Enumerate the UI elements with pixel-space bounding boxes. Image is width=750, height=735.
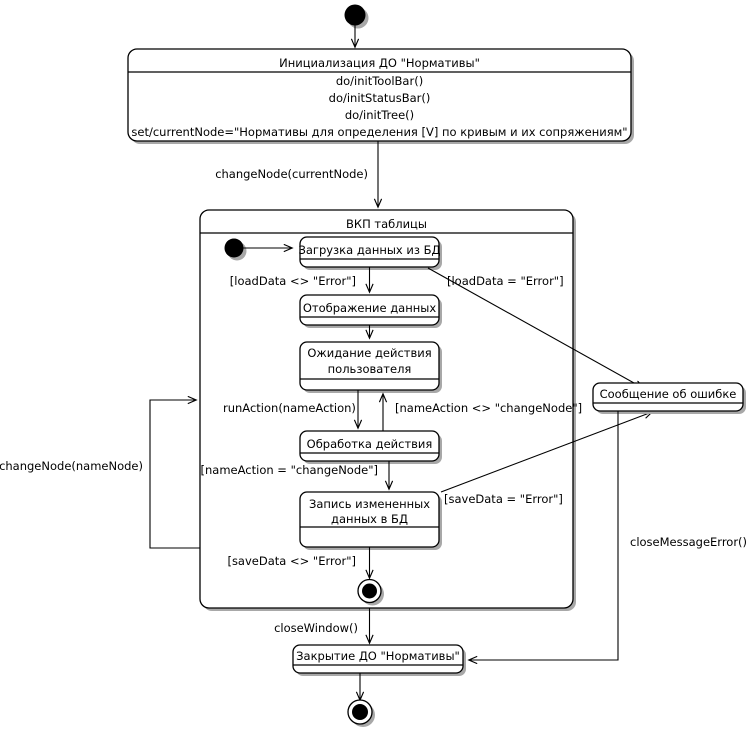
state-wait-user-action-title-line1: Ожидание действия xyxy=(307,346,431,360)
state-load-data[interactable]: Загрузка данных из БД xyxy=(298,236,442,270)
transition-process-to-wait: [nameAction <> "changeNode"] xyxy=(383,394,582,433)
transition-label-change-node-current: changeNode(currentNode) xyxy=(215,167,368,181)
state-error-message-title: Сообщение об ошибке xyxy=(600,387,737,401)
state-process-action-title: Обработка действия xyxy=(307,437,433,451)
state-wait-user-action[interactable]: Ожидание действия пользователя xyxy=(299,341,442,393)
state-load-data-title: Загрузка данных из БД xyxy=(298,243,440,257)
transition-label-close-window: closeWindow() xyxy=(274,621,358,635)
state-process-action[interactable]: Обработка действия xyxy=(299,430,442,464)
transition-label-save-ok: [saveData <> "Error"] xyxy=(227,554,356,568)
state-close-title: Закрытие ДО "Нормативы" xyxy=(296,649,460,663)
state-save-data-title-line2: данных в БД xyxy=(331,512,408,526)
state-save-data-title-line1: Запись измененных xyxy=(309,497,430,511)
state-error-message[interactable]: Сообщение об ошибке xyxy=(592,382,746,414)
transition-label-action-change-node: [nameAction = "changeNode"] xyxy=(201,463,378,477)
transition-label-save-error: [saveData = "Error"] xyxy=(444,492,563,506)
initial-state xyxy=(344,4,369,29)
state-initialization-action-0: do/initToolBar() xyxy=(336,74,423,88)
composite-state-table[interactable]: ВКП таблицы xyxy=(199,209,576,611)
state-wait-user-action-title-line2: пользователя xyxy=(328,362,412,376)
transition-label-load-ok: [loadData <> "Error"] xyxy=(230,274,356,288)
transition-save-to-inner-final: [saveData <> "Error"] xyxy=(227,547,369,578)
transition-composite-self-loop: changeNode(nameNode) xyxy=(0,400,200,549)
final-state xyxy=(347,699,375,727)
state-initialization-action-3: set/currentNode="Нормативы для определен… xyxy=(131,125,627,139)
state-initialization-action-2: do/initTree() xyxy=(345,108,414,122)
transition-label-change-node-name: changeNode(nameNode) xyxy=(0,459,143,473)
transition-process-to-save: [nameAction = "changeNode"] xyxy=(201,461,389,489)
composite-state-title: ВКП таблицы xyxy=(346,217,427,231)
state-initialization[interactable]: Инициализация ДО "Нормативы" do/initTool… xyxy=(127,48,634,144)
state-display-data-title: Отображение данных xyxy=(303,301,437,315)
transition-error-to-close: closeMessageError() xyxy=(469,411,747,660)
state-initialization-action-1: do/initStatusBar() xyxy=(329,91,431,105)
transition-label-run-action: runAction(nameAction) xyxy=(223,401,356,415)
state-initialization-title: Инициализация ДО "Нормативы" xyxy=(279,56,480,70)
inner-initial-state xyxy=(224,238,247,261)
transition-label-close-message-error: closeMessageError() xyxy=(630,535,747,549)
transition-label-load-error: [loadData = "Error"] xyxy=(447,274,564,288)
transition-load-to-display: [loadData <> "Error"] xyxy=(230,267,370,292)
transition-save-to-error: [saveData = "Error"] xyxy=(440,412,652,506)
transition-init-to-composite: changeNode(currentNode) xyxy=(215,141,378,207)
inner-final-state xyxy=(357,578,384,606)
transition-load-to-error: [loadData = "Error"] xyxy=(427,267,643,388)
transition-label-action-not-change-node: [nameAction <> "changeNode"] xyxy=(395,401,582,415)
state-close[interactable]: Закрытие ДО "Нормативы" xyxy=(292,644,466,676)
transition-composite-to-close: closeWindow() xyxy=(274,608,369,643)
state-save-data[interactable]: Запись измененных данных в БД xyxy=(299,491,442,550)
transition-wait-to-process: runAction(nameAction) xyxy=(223,390,358,428)
state-display-data[interactable]: Отображение данных xyxy=(299,294,442,328)
